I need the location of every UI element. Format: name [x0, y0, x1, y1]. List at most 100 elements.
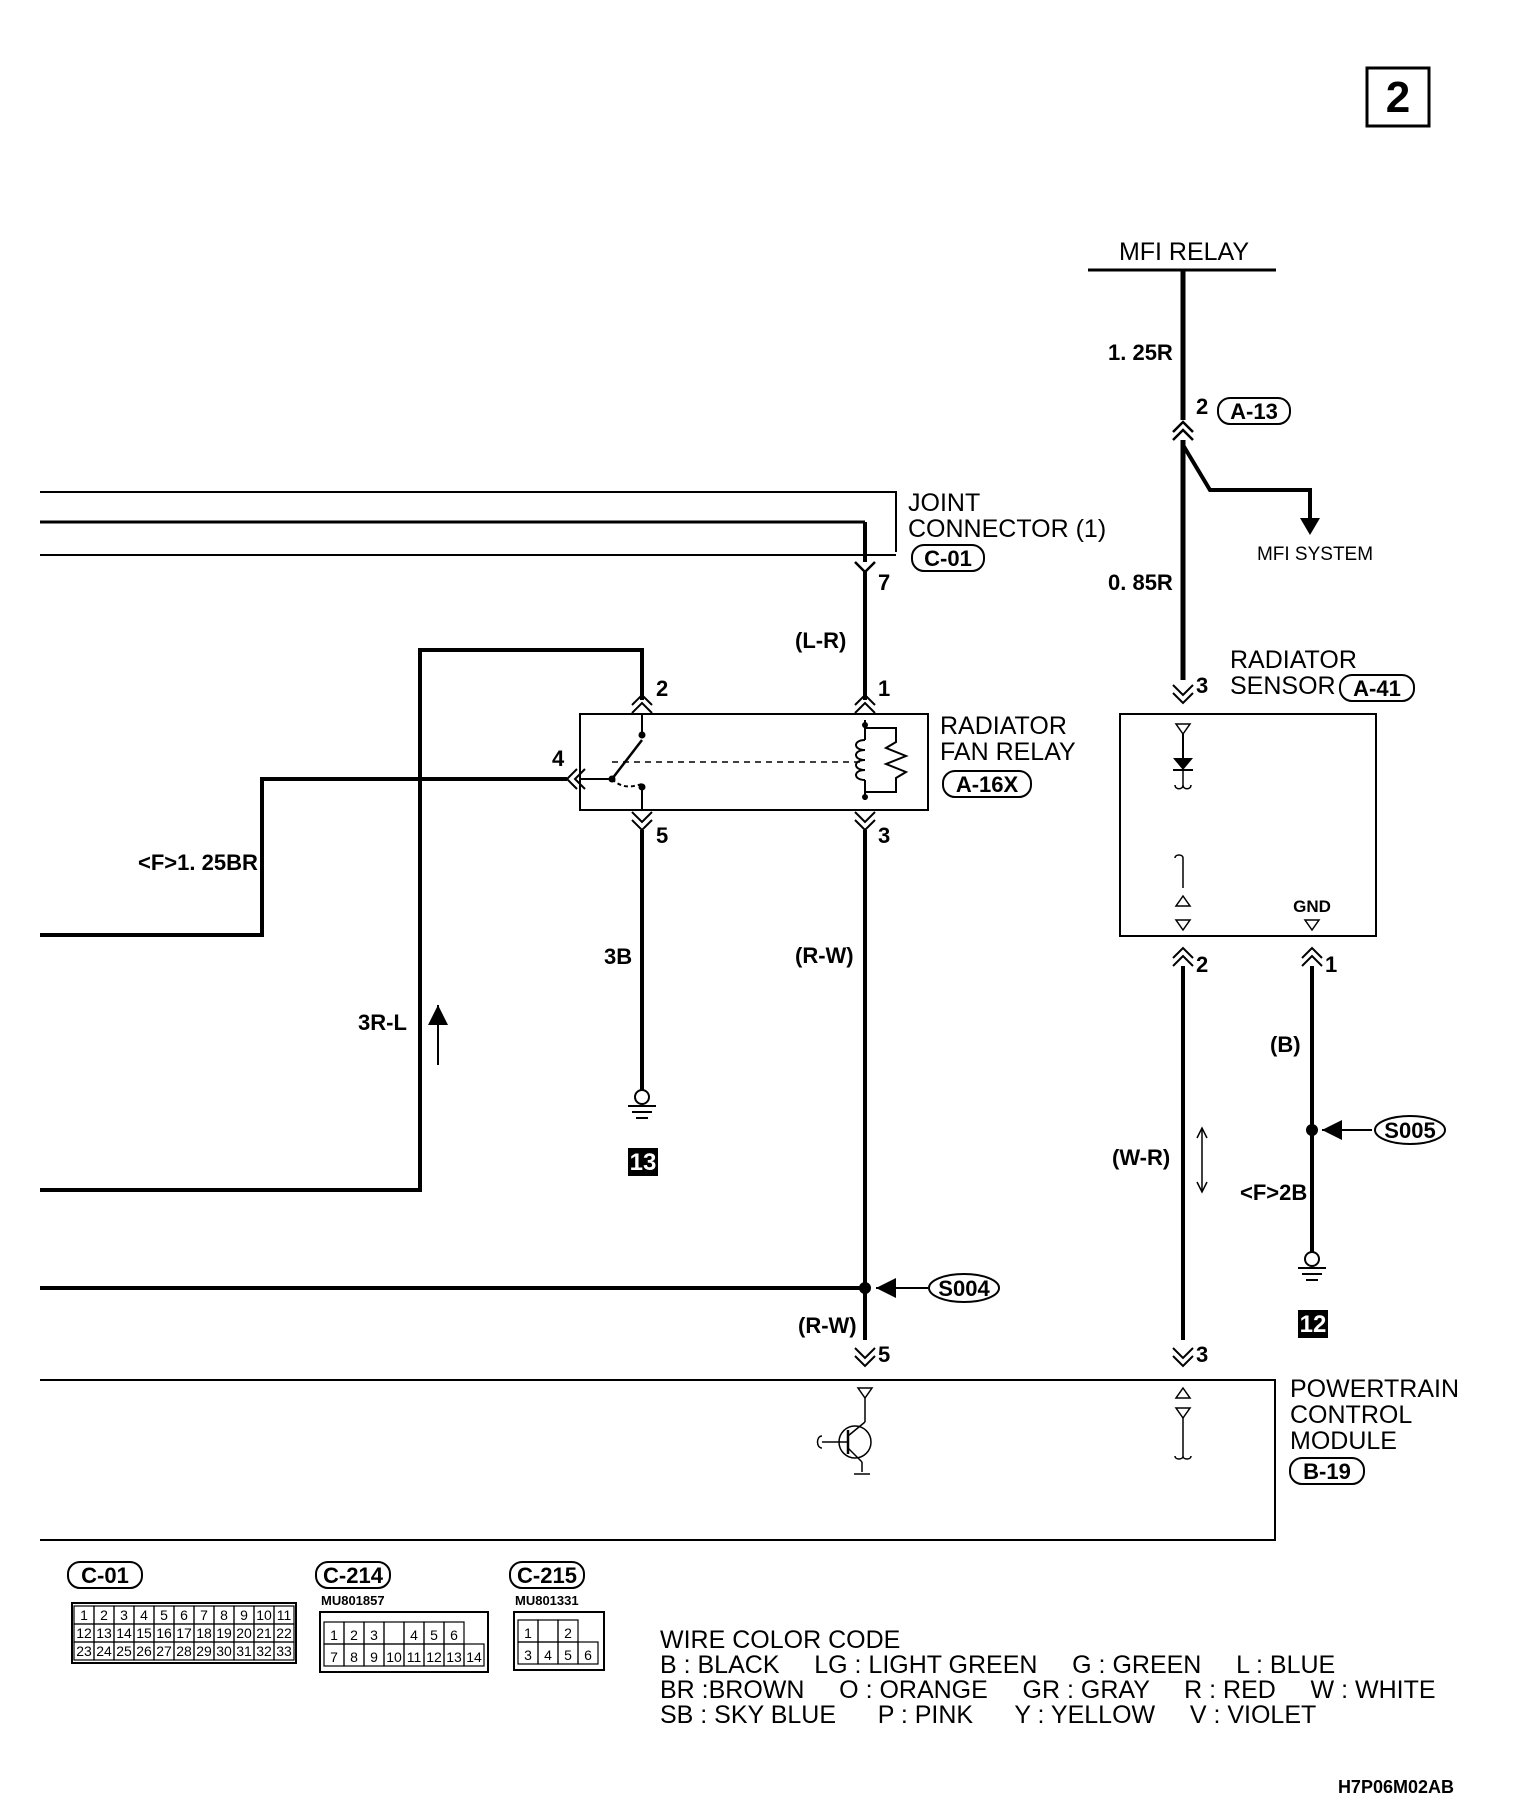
connector-pin-number: 11	[277, 1607, 292, 1623]
connector-pin-number: 25	[116, 1643, 132, 1659]
legend-title: WIRE COLOR CODE	[660, 1626, 900, 1654]
connector-pin-number: 14	[116, 1625, 132, 1641]
mfi-relay-section: MFI RELAY 1. 25R 2 A-13 MFI SYSTEM 0. 85…	[1088, 238, 1373, 680]
wire-1-25r: 1. 25R	[1108, 340, 1173, 365]
fan-relay-box	[579, 713, 929, 811]
connector-pin-number: 1	[80, 1607, 88, 1623]
c214-part-number: MU801857	[321, 1593, 385, 1608]
relay-pin-3: 3	[878, 823, 890, 848]
wire-l-r: (L-R)	[795, 628, 846, 653]
sensor-label-2: SENSOR	[1230, 672, 1336, 700]
ground-13: 13	[628, 1089, 658, 1176]
connector-pin-number: 9	[370, 1649, 378, 1665]
sensor-gnd-label: GND	[1293, 897, 1331, 916]
connector-pin-number: 30	[216, 1643, 232, 1659]
connector-pin-number: 12	[426, 1649, 442, 1665]
ground-12-label: 12	[1300, 1311, 1327, 1338]
c01-connector-tag	[911, 544, 985, 572]
ground-12: 12	[1298, 1251, 1328, 1338]
c215-part-number: MU801331	[515, 1593, 579, 1608]
sensor-pin-1: 1	[1325, 952, 1337, 977]
connector-pin-number: 7	[330, 1649, 338, 1665]
fan-relay-label-1: RADIATOR	[940, 712, 1067, 740]
svg-text:B-19: B-19	[1303, 1459, 1351, 1484]
joint-connector-label-1: JOINT	[908, 489, 980, 517]
mfi-relay-label: MFI RELAY	[1119, 238, 1249, 266]
b19-connector-tag	[1289, 1457, 1365, 1485]
connector-pin-number: 6	[450, 1627, 458, 1643]
wire-3r-l: 3R-L	[358, 1010, 407, 1035]
legend-line-2: BR :BROWN O : ORANGE GR : GRAY R : RED W…	[660, 1676, 1436, 1704]
wire-color-code-legend: WIRE COLOR CODE B : BLACK LG : LIGHT GRE…	[660, 1626, 1436, 1729]
relay-pin-1: 1	[878, 676, 890, 701]
powertrain-control-module: 5 3 POWERTRAIN CONTROL MODULE B-19	[40, 1342, 1459, 1541]
connector-cavity	[577, 1641, 599, 1665]
connector-pin-number: 8	[350, 1649, 358, 1665]
pcm-pin-3: 3	[1196, 1342, 1208, 1367]
pcm-pin-5: 5	[878, 1342, 890, 1367]
connector-cavity	[537, 1619, 559, 1643]
connector-pin-number: 21	[256, 1625, 272, 1641]
splice-s005: S005 <F>2B	[1240, 1115, 1446, 1205]
connector-pin-number: 18	[196, 1625, 212, 1641]
sensor-box	[1119, 713, 1377, 937]
connector-pin-number: 4	[410, 1627, 418, 1643]
connector-pin-number: 3	[370, 1627, 378, 1643]
connector-pin-number: 5	[564, 1647, 572, 1663]
connector-pin-number: 9	[240, 1607, 248, 1623]
sensor-label-1: RADIATOR	[1230, 646, 1357, 674]
mfi-system-label: MFI SYSTEM	[1257, 544, 1373, 565]
connector-pin-number: 8	[220, 1607, 228, 1623]
joint-connector: 7 JOINT CONNECTOR (1) C-01	[854, 489, 1106, 595]
wire-r-w-upper: (R-W)	[795, 943, 854, 968]
a41-connector-tag	[1339, 674, 1415, 702]
connector-pin-number: 16	[156, 1625, 172, 1641]
splice-s004: S004 (R-W)	[40, 1273, 1000, 1338]
wire-f-2b: <F>2B	[1240, 1180, 1307, 1205]
wire-3r-l-group: 3R-L	[40, 650, 448, 1192]
connector-pin-number: 17	[176, 1625, 192, 1641]
connector-pin-number: 3	[120, 1607, 128, 1623]
a13-pin: 2	[1196, 394, 1208, 419]
svg-text:A-41: A-41	[1353, 676, 1401, 701]
wire-b: (B)	[1270, 1032, 1301, 1057]
connector-pin-number: 2	[564, 1625, 572, 1641]
connector-pin-number: 3	[524, 1647, 532, 1663]
relay-pin-2: 2	[656, 676, 668, 701]
radiator-fan-relay: (L-R) 1 2 4 <F>1. 25BR 5 3B	[40, 572, 1076, 1340]
connector-cavity	[463, 1643, 485, 1667]
svg-text:A-16X: A-16X	[956, 772, 1019, 797]
wire-r-w-lower: (R-W)	[798, 1313, 857, 1338]
legend-line-1: B : BLACK LG : LIGHT GREEN G : GREEN L :…	[660, 1651, 1335, 1679]
connector-pin-number: 2	[350, 1627, 358, 1643]
connector-pin-number: 5	[160, 1607, 168, 1623]
connector-pin-number: 7	[200, 1607, 208, 1623]
wire-0-85r: 0. 85R	[1108, 570, 1173, 595]
connector-pin-number: 32	[256, 1643, 272, 1659]
left-bus	[40, 491, 897, 562]
page-number: 2	[1386, 73, 1410, 122]
relay-pin-5: 5	[656, 823, 668, 848]
connector-cavity	[273, 1641, 295, 1661]
connector-pin-number: 1	[524, 1625, 532, 1641]
connector-pin-number: 26	[136, 1643, 152, 1659]
connector-pin-number: 23	[76, 1643, 92, 1659]
connector-pin-number: 28	[176, 1643, 192, 1659]
ground-13-label: 13	[630, 1149, 657, 1176]
connector-pin-number: 4	[140, 1607, 148, 1623]
connector-pin-number: 19	[216, 1625, 232, 1641]
connector-pin-number: 10	[256, 1607, 272, 1623]
connector-pin-number: 4	[544, 1647, 552, 1663]
connector-pin-number: 10	[386, 1649, 402, 1665]
legend-line-3: SB : SKY BLUE P : PINK Y : YELLOW V : VI…	[660, 1701, 1316, 1729]
connector-pin-number: 12	[76, 1625, 92, 1641]
connector-pin-number: 31	[236, 1643, 252, 1659]
fan-relay-label-2: FAN RELAY	[940, 738, 1076, 766]
connector-pin-number: 24	[96, 1643, 112, 1659]
pcm-label-1: POWERTRAIN	[1290, 1375, 1459, 1403]
sensor-pin-3: 3	[1196, 673, 1208, 698]
